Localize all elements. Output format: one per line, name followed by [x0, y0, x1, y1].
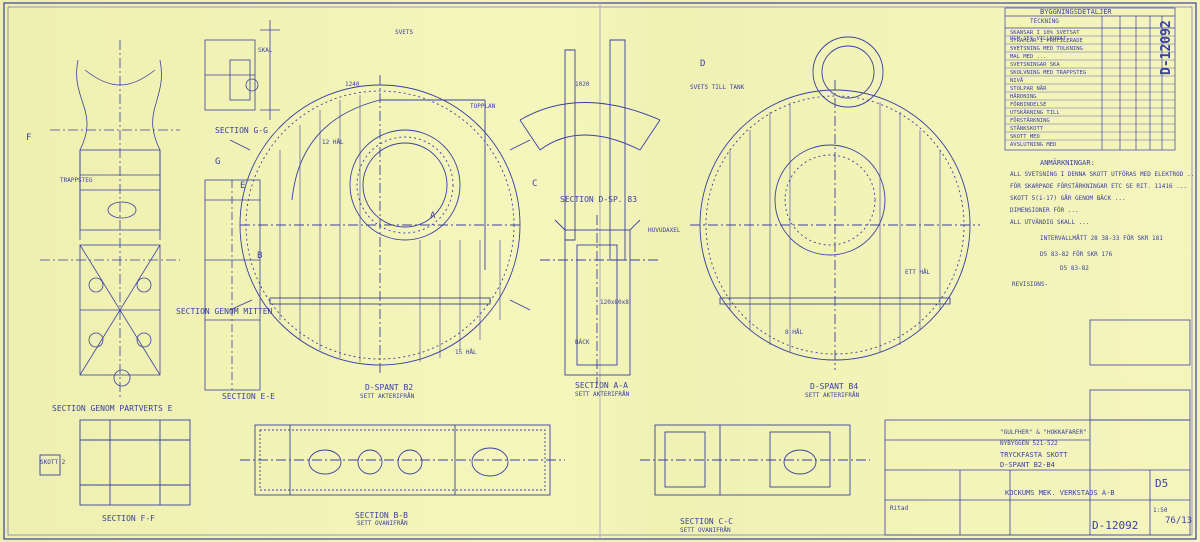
small-label: 12 HÅL	[322, 139, 344, 146]
bill-table-row: STRAHLAR I PROFILERADE ...	[1010, 38, 1083, 50]
section-e-detail	[204, 179, 261, 391]
small-label: TRAPPSTEG	[60, 177, 93, 184]
section-c-view	[640, 424, 870, 496]
view-title-section-c: SECTION C-C	[680, 517, 733, 526]
bill-table-row: SKANSAR I 10% SVETSAT OCH 15% VILLKORAT	[1010, 30, 1080, 42]
view-subtitle-section-a: SETT AKTERIFRÅN	[575, 391, 630, 398]
view-subtitle-section-c: SETT OVANIFRÅN	[680, 527, 731, 534]
small-label: SVETS TILL TANK	[690, 84, 745, 91]
drawing-number-vertical: D-12092	[1159, 20, 1174, 75]
view-subtitle-frame-b2: SETT AKTERIFRÅN	[360, 393, 415, 400]
small-label: ETT HÅL	[905, 269, 931, 276]
title-ship-line1: "GULFHER" & "HOKKAFARER"	[1000, 429, 1087, 436]
bill-table-grid	[1004, 7, 1176, 151]
view-subtitle-frame-b4: SETT AKTERIFRÅN	[805, 392, 860, 399]
small-label: SVETS	[395, 29, 414, 36]
small-label: SKAL	[258, 47, 273, 54]
notes-line: DIMENSIONER FÖR ...	[1010, 207, 1079, 214]
bill-table-row: STOLPAR NÄR	[1010, 86, 1047, 92]
section-f-view	[39, 419, 191, 506]
view-title-frame-b2: D-SPANT B2	[365, 383, 414, 392]
view-title-section-b: SECTION B-B	[355, 511, 408, 520]
title-company: KOCKUMS MEK. VERKSTADS A-B	[1005, 489, 1115, 497]
bill-table-row: FÖRBINDELSE	[1010, 102, 1047, 108]
drawing-number: D-12092	[1092, 519, 1139, 532]
section-d-arc	[519, 39, 661, 261]
bill-table-row: NIVÅ	[1010, 78, 1024, 84]
section-a-view	[540, 215, 660, 385]
small-label: SKOTT 2	[40, 459, 66, 466]
scale-label: 1:50	[1153, 507, 1168, 514]
interval-note: D5 83-82 FÖR SKR 176	[1040, 251, 1113, 258]
title-block-grid	[884, 319, 1191, 536]
notes-line: SKOTT 5(1-17) GÅR GENOM BÄCK ...	[1010, 195, 1126, 202]
title-approved: Ritad	[890, 505, 909, 512]
bill-table-row: FÖRSTÄRKNING	[1010, 118, 1050, 124]
bill-table-row: STÄNKSKOTT	[1010, 126, 1044, 132]
view-title-section-d: SECTION D-SP. 83	[560, 195, 638, 204]
frame-b2-view	[229, 75, 531, 375]
bill-table-row: UTSKÄRNING TILL	[1010, 110, 1060, 116]
notes-line: FÖR SKARPADE FÖRSTÄRKNINGAR ETC SE RIT. …	[1010, 183, 1188, 190]
bill-table-row: SVETSNINGAR SKA	[1010, 62, 1060, 68]
notes-line: ALL SVETSNING I DENNA SKOTT UTFÖRAS MED …	[1010, 171, 1198, 178]
title-ship-line2: NYBYGGEN 521-522	[1000, 440, 1058, 447]
bill-table-column-title: TECKNING	[1030, 18, 1059, 25]
section-letter: E	[240, 181, 246, 191]
section-g-detail	[204, 20, 280, 120]
view-title-section-mitten: SECTION GENOM MITTEN	[176, 307, 273, 316]
section-letter: A	[430, 211, 436, 221]
bill-table-row: AVSLUTNING MED	[1010, 142, 1057, 148]
notes-heading: ANMÄRKNINGAR:	[1040, 159, 1095, 167]
bill-table-header: BYGGNINGSDETALJER	[1040, 8, 1112, 16]
left-profile-view	[40, 40, 180, 400]
huvudaxel-label: HUVUDAXEL	[648, 227, 681, 234]
view-title-section-f: SECTION F-F	[102, 514, 155, 523]
view-title-section-g: SECTION G-G	[215, 126, 268, 135]
small-label: 15 HÅL	[455, 349, 477, 356]
section-letter: G	[215, 157, 221, 167]
section-b-view	[240, 424, 565, 496]
small-label: BÄCK	[575, 339, 590, 346]
section-letter: F	[26, 133, 32, 143]
section-letter: C	[532, 179, 538, 189]
revision-note: REVISIONS-	[1012, 281, 1049, 288]
bill-table-row: MAL MED ...	[1010, 54, 1047, 60]
interval-note: INTERVALLMÅTT 28 38-33 FÖR SKR 181	[1040, 235, 1163, 242]
bill-table-rowlines	[1005, 35, 1175, 141]
bill-table-row: SKOLVNING MED TRAPPSTEG	[1010, 70, 1087, 76]
title-frames: D-SPANT B2-B4	[1000, 461, 1055, 469]
view-title-section-a: SECTION A-A	[575, 381, 628, 390]
small-label: 8 HÅL	[785, 329, 804, 336]
small-label: 1020	[575, 81, 590, 88]
section-letter: B	[257, 251, 263, 261]
frame-b4-view	[690, 36, 980, 370]
small-label: 120x80x8	[600, 299, 629, 306]
view-title-frame-b4: D-SPANT B4	[810, 382, 859, 391]
bill-table-row: SKOTT MED	[1010, 134, 1040, 140]
sheet-number: 76/13	[1165, 516, 1193, 526]
view-title-section-partvert: SECTION GENOM PARTVERTS E	[52, 404, 173, 413]
title-subject: TRYCKFASTA SKOTT	[1000, 451, 1068, 459]
small-label: 1240	[345, 81, 360, 88]
revision-code: D5	[1155, 477, 1169, 490]
interval-note: D5 83-82	[1060, 265, 1089, 272]
section-letter: D	[700, 59, 706, 69]
bill-table-row: HÄRDNING	[1010, 94, 1037, 100]
view-title-section-e: SECTION E-E	[222, 392, 275, 401]
view-subtitle-section-b: SETT OVANIFRÅN	[357, 520, 408, 527]
bill-table-row: SVETSNING MED TOLKNING	[1010, 46, 1083, 52]
small-label: TOPPLAN	[470, 103, 496, 110]
notes-line: ALL UTVÄNDIG SKALL ...	[1010, 219, 1090, 226]
